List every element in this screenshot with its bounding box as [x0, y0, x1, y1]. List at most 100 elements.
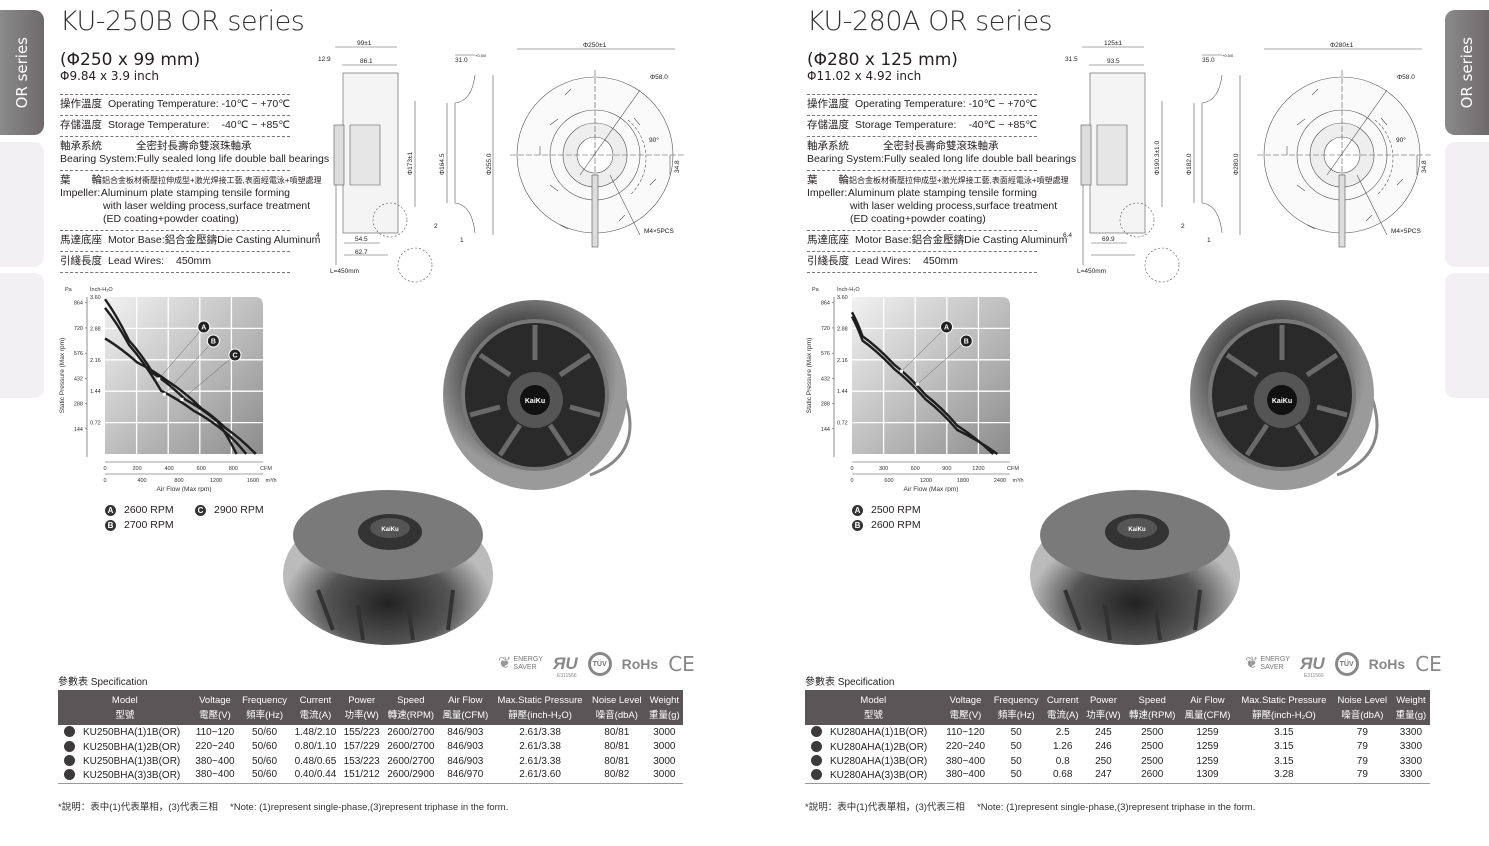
table-cell: 3.15 [1235, 754, 1333, 769]
hub-logo: KaiKu [1272, 398, 1292, 405]
spec-value: 450mm [176, 255, 212, 267]
cert-text: ЯU [1299, 654, 1325, 673]
hub-logo: KaiKu [1128, 527, 1146, 533]
spec-value: Aluminum plate stamping tensile forming [100, 187, 290, 199]
legend-badge: B [105, 519, 116, 531]
column-header: Voltage [191, 690, 239, 707]
table-cell: 80/81 [588, 725, 646, 740]
size-mm: (Φ280 x 125 mm) [807, 50, 958, 70]
size-mm: (Φ250 x 99 mm) [60, 50, 201, 70]
side-tab-faint[interactable] [0, 273, 44, 398]
table-cell: 380~400 [191, 768, 239, 784]
spec-zh-value: 全密封長壽命雙滾珠軸承 [136, 140, 252, 152]
curve-marker [157, 377, 161, 381]
column-header: Current [1043, 690, 1083, 707]
side-tab-faint[interactable] [1445, 142, 1489, 267]
spec-value: (ED coating+powder coating) [850, 213, 986, 225]
column-header: Air Flow [438, 690, 493, 707]
curve-marker [180, 397, 184, 401]
column-header: Power [1082, 690, 1125, 707]
cell-text: 2600/2700 [387, 726, 435, 738]
table-cell: 2.61/3.38 [492, 754, 588, 769]
product-panel-ku250b: KU-250B OR series (Φ250 x 99 mm) Φ9.84 x… [58, 6, 695, 813]
chart-text: 1800 [957, 478, 969, 484]
model-cell: KU280AHA(1)3B(OR) [805, 754, 942, 769]
spec-value: with laser welding process,surface treat… [850, 200, 1058, 212]
cell-text: 110~120 [195, 726, 235, 738]
dim-lead-length: L=450mm [330, 268, 359, 275]
cell-text: 3300 [1399, 741, 1423, 753]
chart-text: 3.60 [90, 295, 101, 301]
dim-offset: 34.8 [674, 160, 681, 173]
bullet-icon [64, 726, 75, 738]
cert-text: ENERGY [513, 656, 543, 663]
chart-text: 0.72 [90, 421, 101, 427]
cert-text: TÜV [1339, 660, 1354, 668]
spec-zh: 軸承系統 [807, 140, 849, 152]
cell-text: 3000 [653, 741, 676, 753]
column-header: Power [340, 690, 384, 707]
side-tab-faint[interactable] [0, 142, 44, 267]
cell-text: 380~400 [195, 769, 235, 780]
bullet-icon [64, 740, 75, 752]
table-cell: 220~240 [192, 740, 239, 755]
cell-text: 3000 [653, 769, 676, 780]
legend-badge: A [105, 504, 116, 516]
chart-text: 576 [74, 351, 83, 357]
spec-zh: 軸承系統 [60, 140, 102, 152]
column-header: Speed [1124, 690, 1180, 707]
table-cell: 3.28 [1234, 768, 1333, 784]
column-header: Max.Static Pressure [492, 690, 588, 707]
side-tab-faint[interactable] [1445, 273, 1489, 398]
chart-text: CFM [1007, 466, 1019, 472]
table-cell: 2500 [1124, 725, 1180, 740]
cell-text: 50 [1010, 726, 1022, 738]
column-header: Noise Level [1332, 690, 1392, 707]
chart-text: B [211, 339, 216, 346]
dimension-drawing: 125±1 31.5 93.5 35.0 +0.5/0 Φ190.3±1.0 Φ… [1063, 40, 1432, 283]
chart-text: 0 [103, 466, 106, 472]
cell-text: 1259 [1196, 741, 1219, 753]
side-tab-or-series-right[interactable]: OR series [1445, 10, 1489, 135]
side-tab-or-series[interactable]: OR series [0, 10, 44, 135]
column-header: Frequency [989, 690, 1044, 707]
chart-text: A [944, 325, 949, 332]
bullet-icon [64, 768, 75, 780]
dim-front-offset: 31.5 [1065, 56, 1078, 63]
chart-text: 144 [74, 427, 83, 433]
cell-text: 2.61/3.38 [519, 726, 561, 738]
spec-bearing: 軸承系統全密封長壽命雙滾珠軸承 Bearing System:Fully sea… [60, 136, 329, 170]
cell-text: 1259 [1196, 755, 1219, 767]
dim-front-offset: 12.9 [318, 56, 331, 63]
cell-text: 380~400 [945, 755, 986, 767]
cell-text: 3.15 [1274, 755, 1294, 767]
column-header-zh: 型號 [58, 707, 192, 725]
table-cell: 153/223 [340, 754, 383, 769]
dim-body-depth: 93.5 [1107, 58, 1120, 65]
column-header-zh: 噪音(dbA) [587, 707, 646, 725]
column-header-zh: 重量(g) [645, 707, 683, 725]
table-cell: 79 [1333, 725, 1392, 740]
cell-text: 79 [1356, 769, 1368, 780]
cell-text: KU250BHA(3)3B(OR) [83, 769, 181, 781]
table-cell: 1259 [1180, 725, 1235, 740]
dim-tolerance: +0.5/0 [1222, 53, 1234, 58]
cell-text: 0.48/0.65 [294, 755, 337, 767]
cell-text: 2.61/3.38 [519, 755, 561, 767]
cell-text: 220~240 [195, 741, 235, 753]
chart-text: m³/h [1013, 478, 1024, 484]
table-cell: 80/81 [588, 740, 646, 755]
cell-text: 3.15 [1274, 741, 1294, 753]
spec-label: Storage Temperature: [855, 119, 957, 131]
cell-text: KU280AHA(1)3B(OR) [830, 756, 928, 768]
